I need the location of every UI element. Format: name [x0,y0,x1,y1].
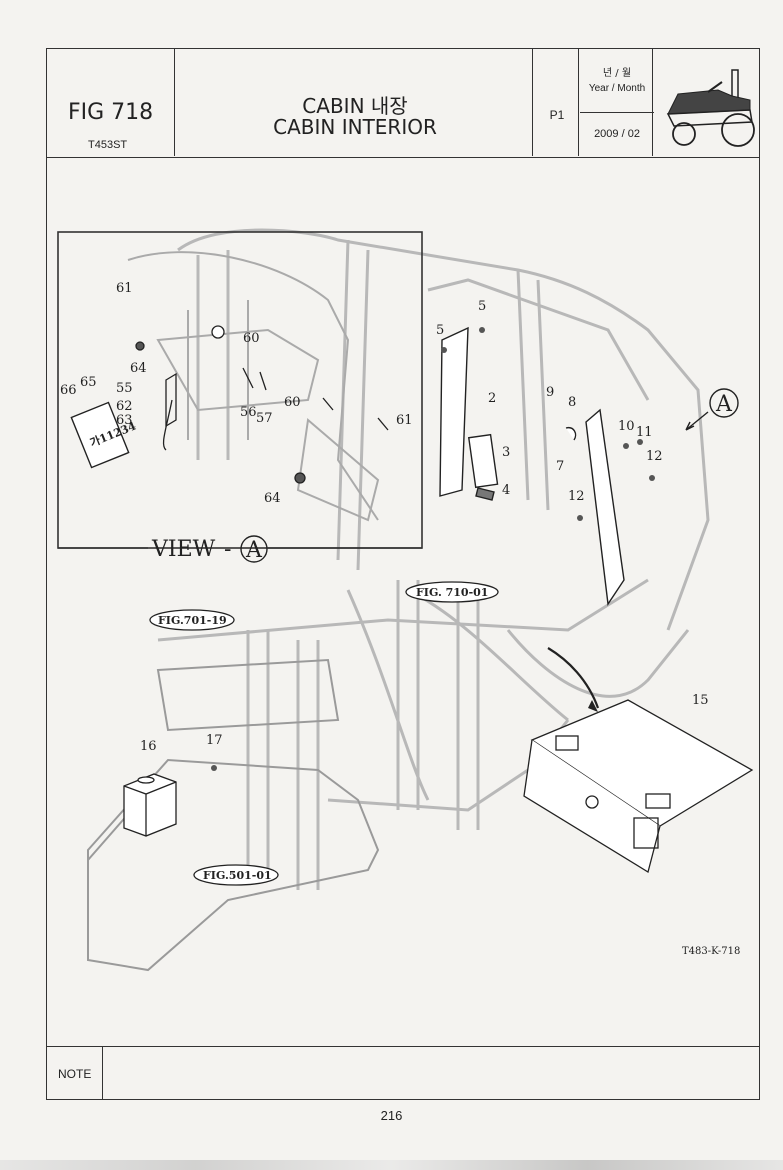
part-label-56: 56 [240,405,257,420]
part-label-10: 10 [618,419,635,434]
divider [652,48,653,156]
part-label-60b: 60 [284,395,301,410]
page-reference: P1 [549,108,565,122]
view-letter-circle [240,535,268,563]
fig-ref-710-01-oval [405,581,499,603]
part-label-61: 61 [116,281,133,296]
part-label-11: 11 [636,425,653,440]
part-label-7: 7 [556,459,564,474]
part-label-5b: 5 [436,323,444,338]
callout-a-circle [709,388,739,418]
divider [102,1047,103,1099]
divider [578,48,579,156]
fastener-dots [211,327,655,771]
part-label-17: 17 [206,733,223,748]
figure-number: FIG 718 [68,100,154,125]
fig-ref-710-01: FIG. 710-01 [416,586,488,599]
mat-arrow [547,647,600,709]
pillar-trim-left [439,326,499,501]
plate-bracket [135,325,389,484]
part-label-5: 5 [478,299,486,314]
floor-mat [523,699,754,874]
license-plate: 가11234 [70,401,138,469]
storage-box [123,773,177,837]
view-a-inset-frame [57,231,423,549]
part-label-16: 16 [140,739,157,754]
note-row: NOTE [46,1046,760,1100]
scan-edge [0,1160,783,1170]
exploded-parts-diagram: 가11234 61 60 64 66 65 55 62 63 56 57 60 … [57,228,754,972]
title-block: FIG 718 T453ST CABIN 내장 CABIN INTERIOR P… [46,48,760,158]
part-label-15: 15 [692,693,709,708]
page-frame [46,48,760,1100]
pillar-trim-right [565,408,625,606]
title-english: CABIN INTERIOR [273,115,437,139]
year-month-value: 2009 / 02 [594,128,640,140]
part-label-64b: 64 [264,491,281,506]
part-label-3: 3 [502,445,510,460]
mat-arrow-head [588,700,598,712]
part-label-66: 66 [60,383,77,398]
part-label-12: 12 [646,449,663,464]
part-label-55: 55 [116,381,133,396]
part-label-8: 8 [568,395,576,410]
year-month-label: Year / Month [588,83,646,94]
part-label-60: 60 [243,331,260,346]
view-label: VIEW [151,537,216,562]
part-label-57: 57 [256,411,273,426]
view-dash: - [224,537,231,562]
view-letter: A [245,538,263,563]
inset-frame-outline [127,251,380,522]
model-code: T453ST [88,139,128,151]
fig-ref-501-01: FIG.501-01 [203,869,272,882]
part-label-2: 2 [488,391,496,406]
fig-ref-501-01-oval [193,864,279,886]
fig-ref-701-19: FIG.701-19 [158,614,227,627]
divider [174,48,175,156]
part-label-9: 9 [546,385,554,400]
part-label-65: 65 [80,375,97,390]
drawing-number: T483-K-718 [682,946,740,957]
part-label-64: 64 [130,361,147,376]
fig-ref-701-19-oval [149,609,235,631]
note-label: NOTE [58,1067,92,1081]
year-month-label-korean: 년 / 월 [602,68,632,79]
part-label-63: 63 [116,413,133,428]
callout-a-arrow [685,411,709,431]
callout-a-letter: A [715,392,733,417]
part-label-62: 62 [116,399,133,414]
part-label-12b: 12 [568,489,585,504]
part-label-4: 4 [502,483,510,498]
divider [532,48,533,156]
title-korean: CABIN 내장 [302,94,408,118]
part-label-61b: 61 [396,413,413,428]
tractor-icon [666,69,755,147]
divider [580,112,654,113]
page-number: 216 [380,1108,403,1123]
